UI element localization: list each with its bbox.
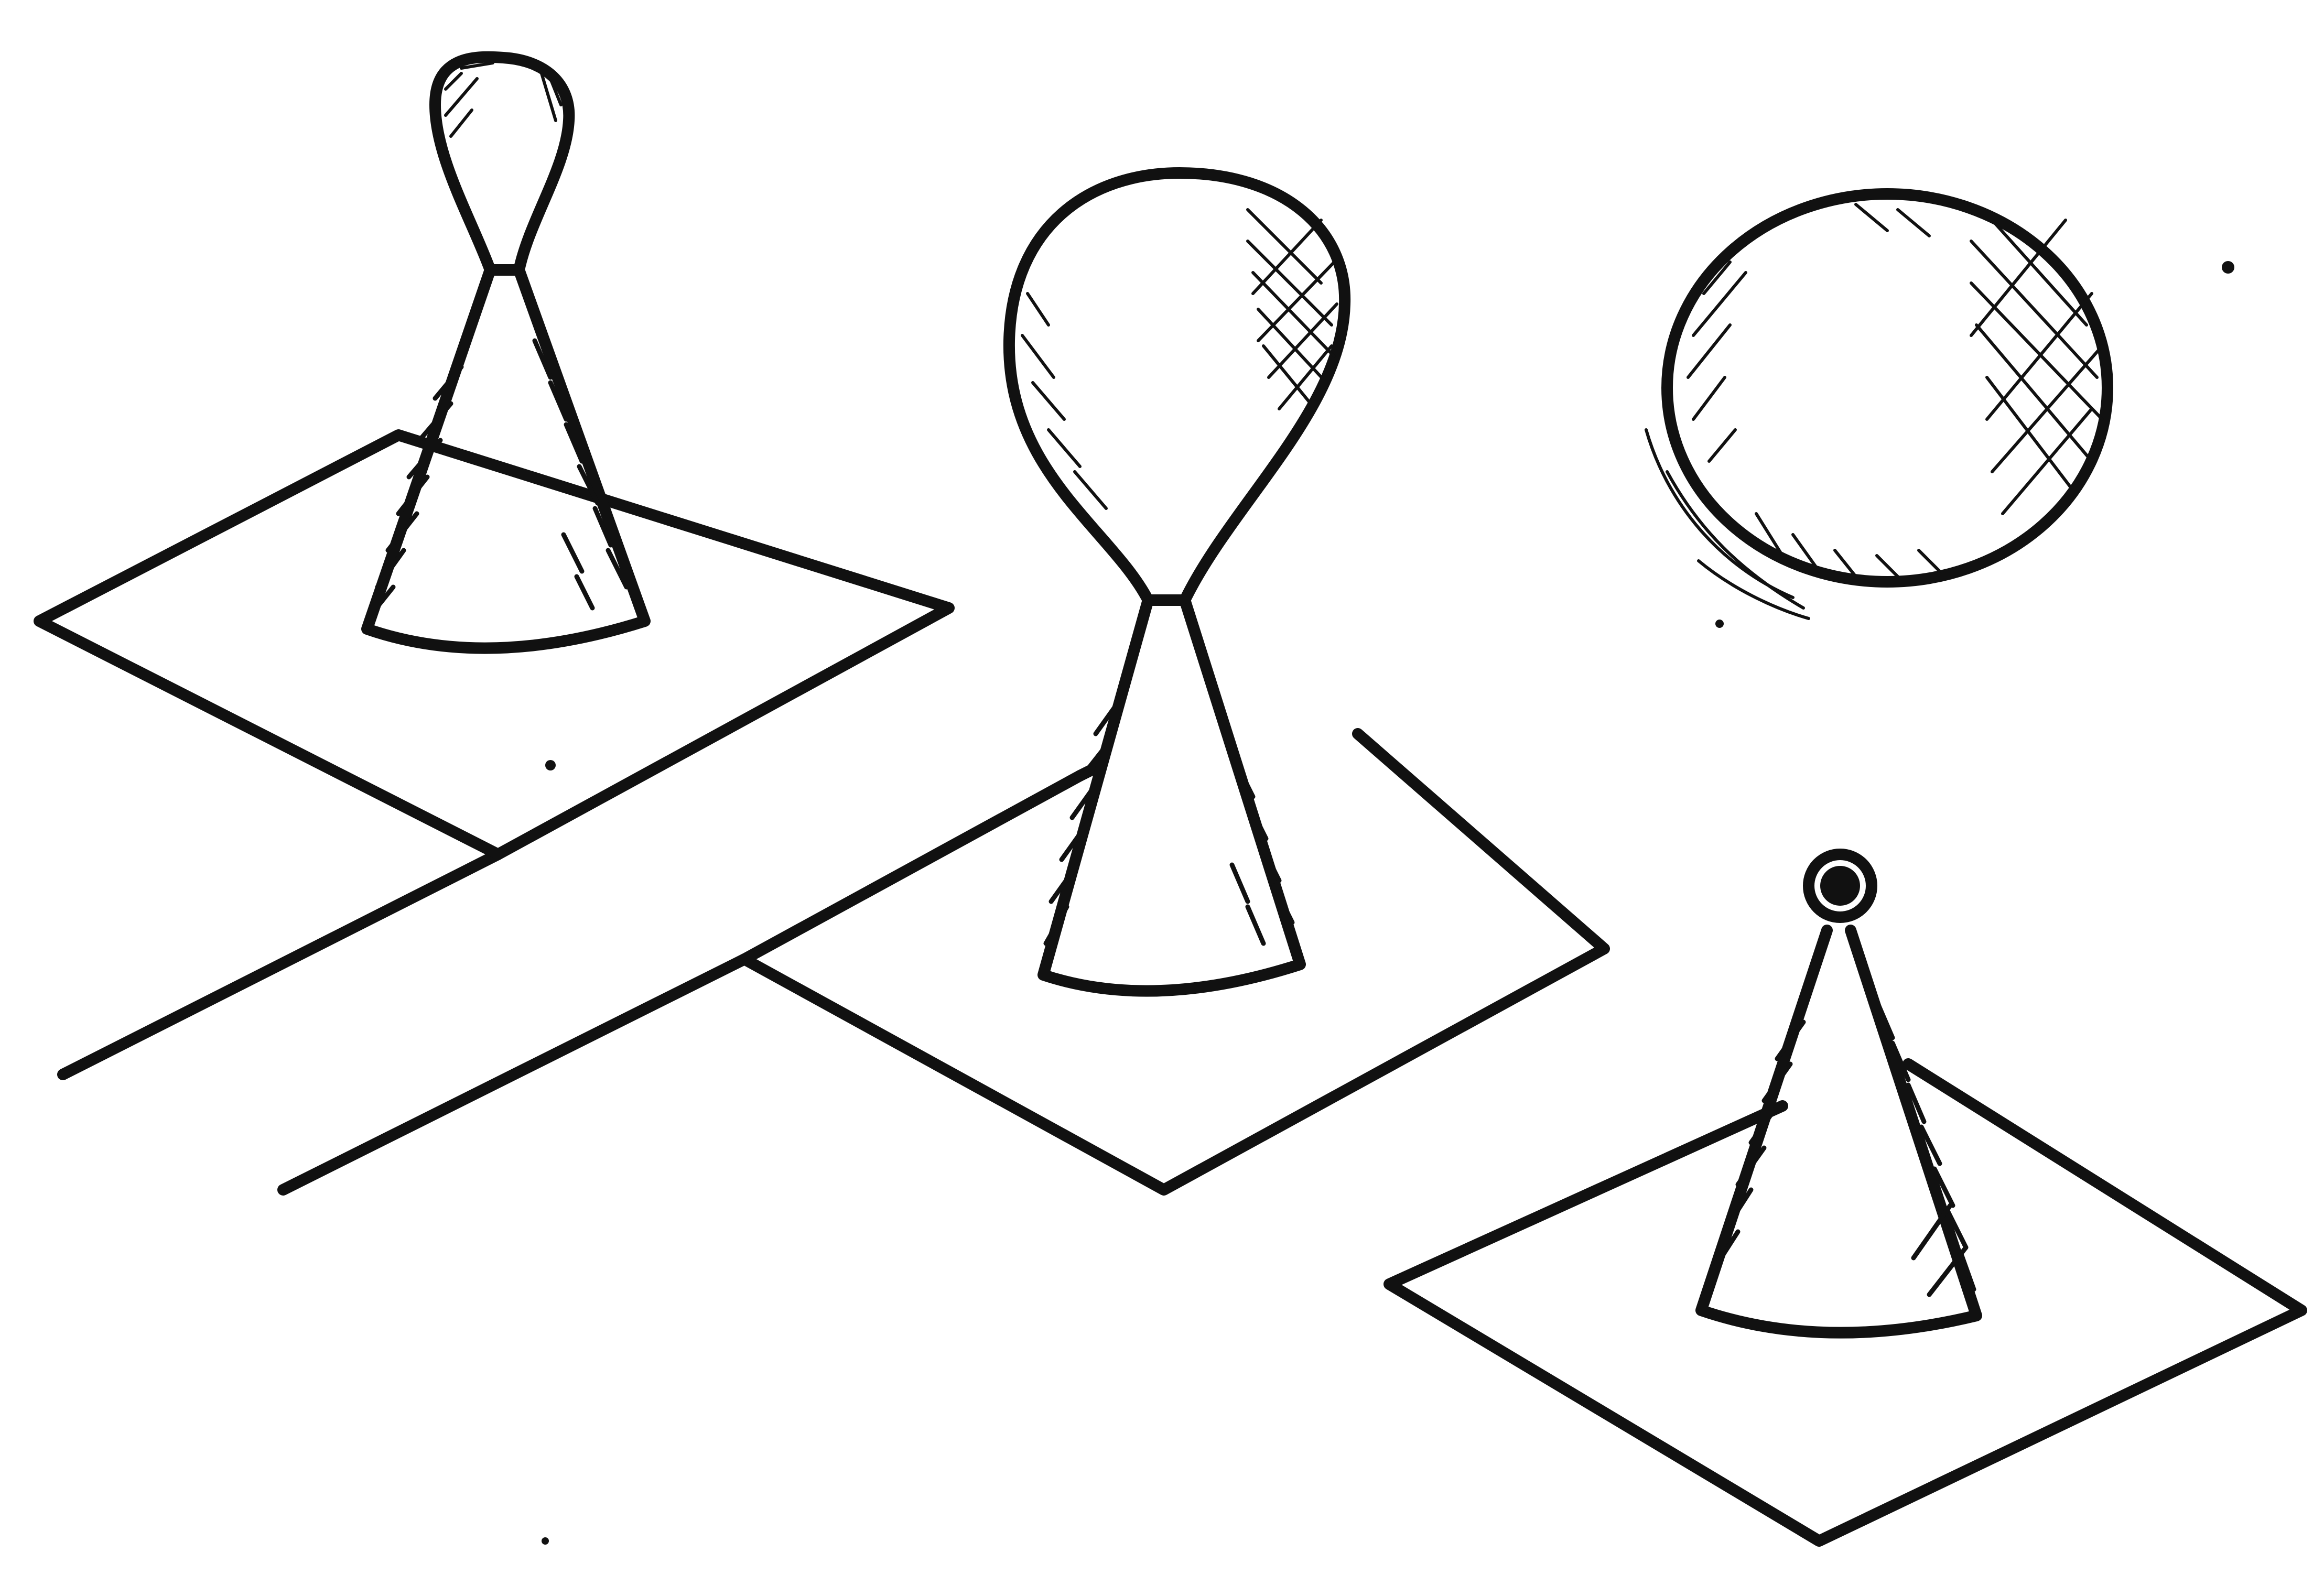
cone-body-4 bbox=[1701, 930, 1976, 1333]
base-square-2 bbox=[744, 734, 1604, 1190]
ink-specks bbox=[542, 261, 2234, 1545]
small-bulb-cone-on-square bbox=[39, 57, 949, 854]
ground-strip bbox=[63, 854, 744, 1190]
floating-sphere bbox=[1646, 194, 2107, 618]
point-cone-on-square bbox=[1389, 854, 2301, 1541]
bulb-top-2 bbox=[1009, 173, 1345, 600]
base-square-4 bbox=[1389, 1064, 2301, 1541]
large-bulb-cone-on-square bbox=[744, 173, 1604, 1190]
bulb-hatching-2 bbox=[1022, 210, 1337, 508]
cone-body-1 bbox=[367, 270, 645, 648]
bulb-top-1 bbox=[435, 57, 569, 270]
sphere-outline bbox=[1667, 194, 2107, 582]
cone-body-2 bbox=[1043, 600, 1300, 991]
